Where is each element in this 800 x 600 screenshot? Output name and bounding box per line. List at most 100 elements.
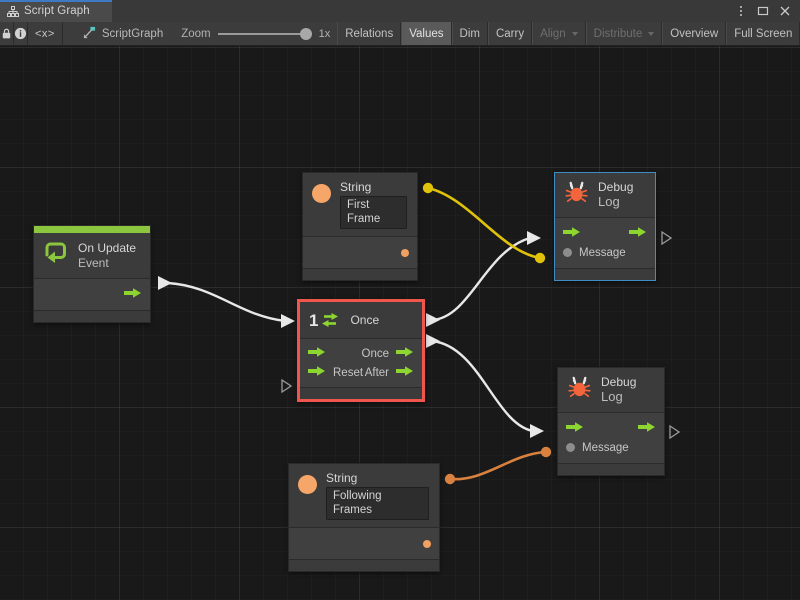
node-title: On Update xyxy=(78,241,137,256)
wire-once-out-arrow-tail xyxy=(426,313,440,327)
wire-first-frame-target-dot xyxy=(534,252,546,264)
port-label-after: After xyxy=(364,366,389,379)
toolbar-button-relations[interactable]: Relations xyxy=(337,22,402,45)
zoom-value: 1x xyxy=(318,27,331,40)
flow-output-port-once[interactable] xyxy=(396,345,414,363)
flow-input-port[interactable] xyxy=(563,225,581,243)
wire-first-frame-source-dot xyxy=(422,182,434,194)
graph-hierarchy-icon xyxy=(7,5,19,17)
node-footer xyxy=(555,269,655,280)
node-string-first-frame[interactable]: String First Frame xyxy=(302,172,418,282)
wire-after-arrow-tail xyxy=(426,334,440,348)
node-header-text: String Following Frames xyxy=(326,471,429,521)
port-left xyxy=(308,345,326,363)
flow-input-port[interactable] xyxy=(308,345,326,363)
node-debug-log-top[interactable]: Debug Log xyxy=(554,172,656,281)
wire-following-frames-target-dot xyxy=(540,446,552,458)
kebab-menu-icon[interactable] xyxy=(735,5,747,17)
node-title: Debug xyxy=(598,180,634,195)
port-right xyxy=(629,225,647,243)
tab-script-graph[interactable]: Script Graph xyxy=(0,0,112,22)
zoom-control: Zoom 1x xyxy=(167,22,337,45)
port-right xyxy=(124,286,142,304)
node-ports xyxy=(34,279,150,311)
wire-after-to-debug-log-bottom xyxy=(431,339,534,433)
flow-output-port-after[interactable] xyxy=(396,364,414,382)
port-right xyxy=(423,539,431,548)
node-header: 1 Once xyxy=(300,302,422,339)
wire-on-update-arrow-head xyxy=(281,314,295,328)
zoom-slider-track xyxy=(217,33,312,35)
port-label-reset: Reset xyxy=(333,366,364,379)
toolbar-button-align[interactable]: Align xyxy=(532,22,586,45)
tab-label: Script Graph xyxy=(24,5,90,17)
node-string-following-frames[interactable]: String Following Frames xyxy=(288,463,440,573)
node-ports: Message xyxy=(558,413,664,464)
flow-input-port-reset[interactable] xyxy=(308,364,326,382)
value-output-port[interactable] xyxy=(423,539,431,548)
value-input-port-message[interactable] xyxy=(566,443,575,452)
toolbar-button-carry[interactable]: Carry xyxy=(487,22,533,45)
node-subtitle: Log xyxy=(598,194,620,210)
debug-log-top-external-port-indicator[interactable] xyxy=(661,231,672,245)
toolbar-gap xyxy=(63,22,77,45)
node-header: Debug Log xyxy=(558,368,664,413)
flow-output-port[interactable] xyxy=(124,286,142,304)
graph-canvas[interactable]: On Update Event xyxy=(0,46,800,600)
node-debug-log-bottom[interactable]: Debug Log xyxy=(557,367,665,476)
string-value-field[interactable]: Following Frames xyxy=(326,487,429,521)
node-title: String xyxy=(326,471,358,485)
zoom-label: Zoom xyxy=(181,27,211,40)
lock-icon[interactable] xyxy=(0,22,14,45)
node-title: Debug xyxy=(601,375,637,390)
value-output-port[interactable] xyxy=(401,248,409,257)
info-icon[interactable] xyxy=(14,22,28,45)
toolbar-button-values[interactable]: Values xyxy=(401,22,452,45)
close-icon[interactable] xyxy=(779,5,791,17)
node-on-update[interactable]: On Update Event xyxy=(33,225,151,323)
bug-icon xyxy=(564,180,589,210)
node-ports xyxy=(289,528,439,561)
port-label-message: Message xyxy=(579,246,626,259)
node-title: Once xyxy=(350,312,380,327)
node-subtitle: Event xyxy=(78,255,109,270)
embed-code-button[interactable]: <x> xyxy=(28,22,63,45)
port-right: Once xyxy=(362,345,415,363)
port-right: After xyxy=(365,364,414,382)
port-row: Once xyxy=(308,344,414,363)
once-reset-external-port-indicator[interactable] xyxy=(281,379,292,393)
toolbar-button-distribute[interactable]: Distribute xyxy=(585,22,663,45)
port-label-once: Once xyxy=(361,347,390,360)
breadcrumb[interactable]: ScriptGraph xyxy=(77,22,167,45)
node-header: Debug Log xyxy=(555,173,655,218)
toolbar-button-overview[interactable]: Overview xyxy=(662,22,727,45)
node-once[interactable]: 1 Once xyxy=(297,299,425,402)
port-right xyxy=(638,420,656,438)
flow-output-port[interactable] xyxy=(638,420,656,438)
toolbar-button-distribute-label: Distribute xyxy=(593,27,643,40)
once-counter-icon: 1 xyxy=(309,309,341,331)
zoom-slider[interactable] xyxy=(217,27,312,41)
wire-after-arrow-head xyxy=(530,424,544,438)
string-value-field[interactable]: First Frame xyxy=(340,196,407,230)
bug-icon xyxy=(567,375,592,405)
maximize-icon[interactable] xyxy=(757,5,769,17)
node-footer xyxy=(34,311,150,322)
toolbar-button-full-screen[interactable]: Full Screen xyxy=(726,22,800,45)
script-graph-icon xyxy=(83,26,96,42)
toolbar-button-dim[interactable]: Dim xyxy=(451,22,488,45)
node-header: String First Frame xyxy=(303,173,417,238)
debug-log-bottom-external-port-indicator[interactable] xyxy=(669,425,680,439)
node-header-text: Once xyxy=(350,313,379,327)
port-left xyxy=(563,225,581,243)
value-input-port-message[interactable] xyxy=(563,248,572,257)
update-loop-icon xyxy=(43,240,69,271)
window-titlebar: Script Graph xyxy=(0,0,800,22)
flow-output-port[interactable] xyxy=(629,225,647,243)
port-left: Message xyxy=(563,247,626,259)
port-left: Message xyxy=(566,442,629,454)
node-subtitle: Log xyxy=(601,389,623,405)
zoom-slider-knob[interactable] xyxy=(299,27,312,40)
port-right xyxy=(401,248,409,257)
flow-input-port[interactable] xyxy=(566,420,584,438)
